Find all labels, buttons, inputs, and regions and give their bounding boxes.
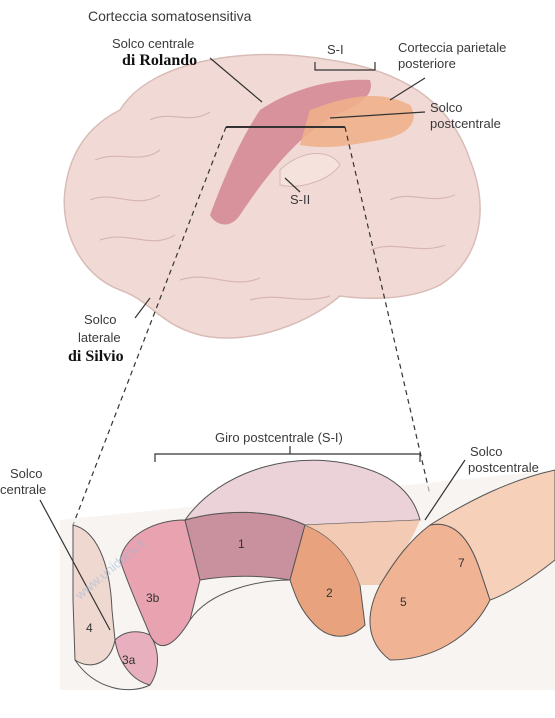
diagram-title: Corteccia somatosensitiva (88, 8, 251, 24)
label-di-rolando: di Rolando (122, 52, 197, 70)
label-solco-centrale: Solco centrale (112, 36, 194, 52)
region-label-7: 7 (458, 556, 465, 570)
label-corteccia-parietale-1: Corteccia parietale (398, 40, 506, 56)
label-s2: S-II (290, 192, 310, 208)
region-label-3a: 3a (122, 653, 136, 667)
area-1 (185, 512, 305, 580)
label-solco-laterale-1: Solco (84, 312, 117, 328)
giro-bracket (155, 454, 420, 462)
label-solco-centrale-bottom-2: centrale (0, 482, 46, 498)
label-solco-postcentrale-bottom-1: Solco (470, 444, 503, 460)
label-solco-laterale-2: laterale (78, 330, 121, 346)
label-solco-postcentrale-bottom-2: postcentrale (468, 460, 539, 476)
label-s1: S-I (327, 42, 344, 58)
region-label-4: 4 (86, 621, 93, 635)
region-label-3b: 3b (146, 591, 160, 605)
label-solco-postcentrale-2: postcentrale (430, 116, 501, 132)
brain-illustration (64, 54, 480, 338)
region-label-1: 1 (238, 537, 245, 551)
label-solco-postcentrale-1: Solco (430, 100, 463, 116)
label-solco-centrale-bottom-1: Solco (10, 466, 43, 482)
region-label-5: 5 (400, 595, 407, 609)
label-di-silvio: di Silvio (68, 348, 124, 366)
region-label-2: 2 (326, 586, 333, 600)
label-corteccia-parietale-2: posteriore (398, 56, 456, 72)
label-giro-postcentrale: Giro postcentrale (S-I) (215, 430, 343, 446)
